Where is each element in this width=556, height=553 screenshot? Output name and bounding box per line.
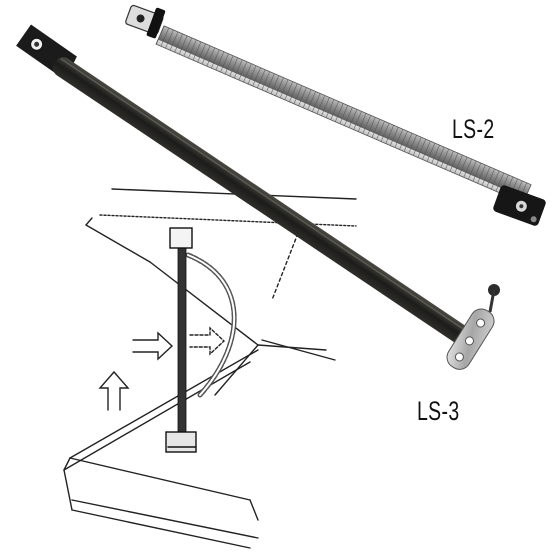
installation-sketch (63, 188, 357, 549)
black-lid-stay (16, 24, 500, 370)
silver-spring-lid-stay (125, 4, 546, 226)
product-code-ls2: LS-2 (452, 114, 495, 144)
product-code-ls3: LS-3 (417, 396, 460, 426)
